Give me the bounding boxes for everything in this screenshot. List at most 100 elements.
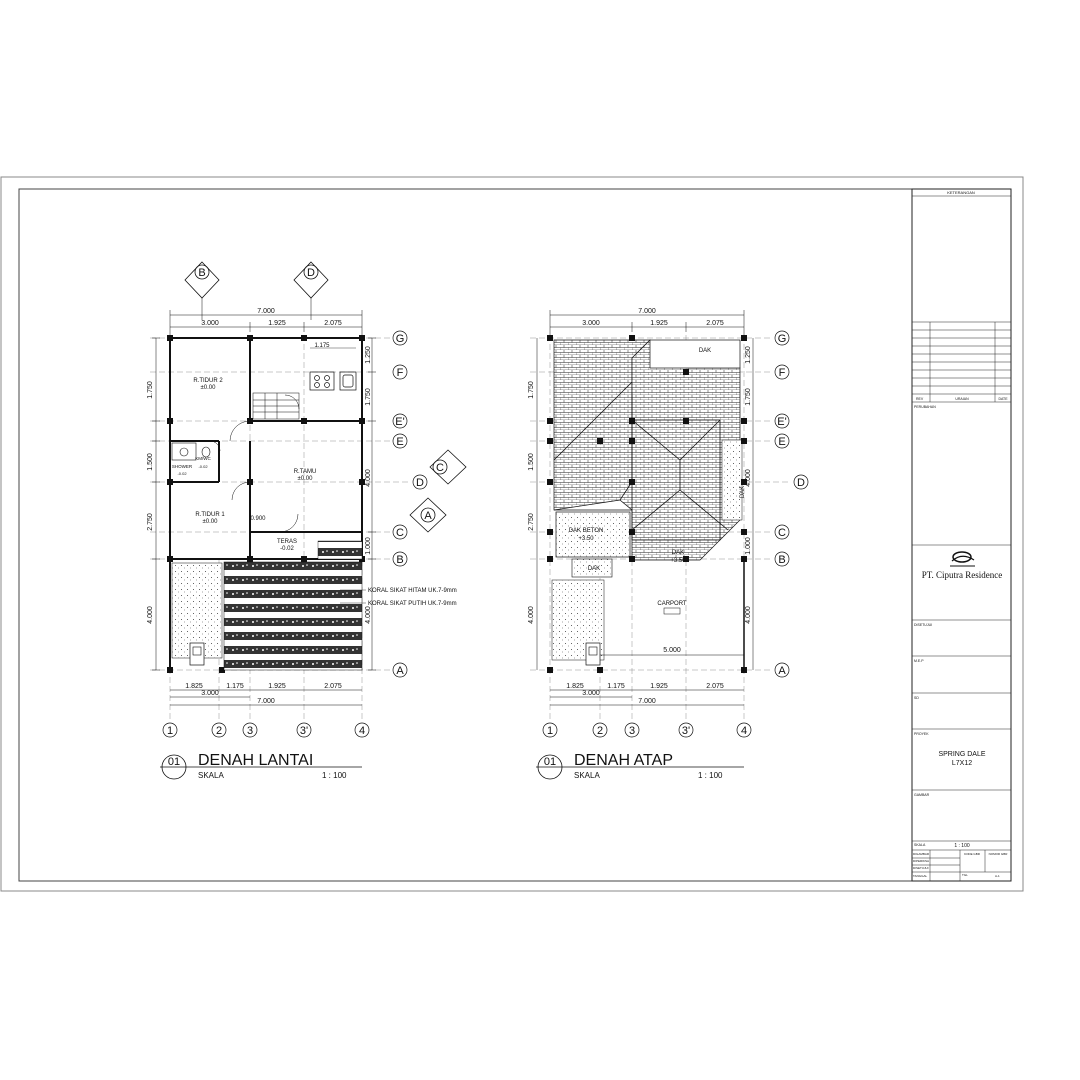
col-label-1: 1	[167, 725, 173, 737]
dim2-right-1: 1.250	[745, 346, 752, 364]
sd-label: SD	[914, 696, 919, 700]
yard-box	[189, 642, 205, 666]
dim2-bottom-4: 2.075	[706, 683, 724, 690]
note-koral-putih: KORAL SIKAT PUTIH UK.7-9mm	[368, 601, 457, 607]
roof-plan: 7.000 3.000 1.925 2.075 1.750 1.500 2.7	[528, 308, 809, 780]
dim-bottom-3: 1.925	[268, 683, 286, 690]
mep-label: M.E.P	[914, 659, 924, 663]
proyek-label: PROYEK	[914, 732, 929, 736]
rev-header-rev: REV	[916, 397, 924, 401]
company-logo-icon	[950, 551, 975, 567]
label-dak-right: DAK	[740, 486, 746, 498]
dim2-top-2: 1.925	[650, 320, 668, 327]
svg-text:DENAH ATAP: DENAH ATAP	[574, 752, 673, 769]
dim-top-3: 2.075	[324, 320, 342, 327]
proyek-name: SPRING DALE	[938, 751, 985, 758]
dak-slab-lower	[571, 558, 613, 578]
dim-left-2: 1.500	[147, 453, 154, 471]
kode-label: KODE GBR	[964, 852, 981, 856]
outer-border	[0, 176, 1024, 892]
room-terrace-level: -0.02	[280, 546, 294, 552]
svg-text:01: 01	[168, 756, 180, 768]
room-bathroom: KM/WC	[195, 456, 211, 461]
dim2-right-4: 1.000	[745, 537, 752, 555]
dim2-bottom-sub: 3.000	[582, 690, 600, 697]
svg-text:C: C	[436, 462, 444, 474]
room-bedroom2-level: ±0.00	[201, 385, 217, 391]
svg-text:DENAH LANTAI: DENAH LANTAI	[198, 752, 313, 769]
note-koral-hitam: KORAL SIKAT HITAM UK.7-9mm	[368, 588, 457, 594]
dak-beton-slab	[555, 511, 631, 558]
carport-paving	[223, 561, 363, 671]
col2-label-4: 4	[741, 725, 747, 737]
dim2-left-2: 1.500	[528, 453, 535, 471]
room-shower: SHOWER	[172, 464, 193, 469]
svg-text:SKALA: SKALA	[574, 771, 600, 780]
dak-right-strip	[721, 439, 743, 521]
row-bubbles-plan1	[392, 330, 428, 678]
tgl-label: TGL	[962, 873, 968, 877]
dim-bottom-total: 7.000	[257, 698, 275, 705]
row2-label-d: D	[797, 477, 805, 489]
dim-right-2: 1.750	[365, 388, 372, 406]
section-marker-c: C	[429, 449, 467, 485]
dim2-bottom-2: 1.175	[607, 683, 625, 690]
col-label-3p: 3'	[300, 725, 308, 737]
plan2-title: 01 DENAH ATAP SKALA 1 : 100	[536, 752, 744, 780]
dim-bottom-4: 2.075	[324, 683, 342, 690]
room-terrace: TERAS	[277, 539, 297, 545]
row-digambar: DIGAMBAR	[913, 852, 930, 856]
label-dak-mid-level: +3.50	[670, 558, 686, 564]
dim2-left-3: 2.750	[528, 513, 535, 531]
section-marker-d: D	[293, 261, 329, 320]
row2-label-f: F	[779, 367, 786, 379]
dim2-top-1: 3.000	[582, 320, 600, 327]
dim2-left-1: 1.750	[528, 381, 535, 399]
dim-inner-0900: 0.900	[250, 516, 266, 522]
dim2-bottom-1: 1.825	[566, 683, 584, 690]
dim2-bottom-3: 1.925	[650, 683, 668, 690]
col2-label-1: 1	[547, 725, 553, 737]
dim-left-4: 4.000	[147, 606, 154, 624]
label-width-5000: 5.000	[663, 647, 681, 654]
door-swings	[209, 394, 300, 533]
floor-plan: B D C A 7.000 3.000 1.925	[147, 261, 467, 780]
step-paving	[317, 540, 363, 560]
rev-header-uraian: URAIAN	[955, 397, 969, 401]
label-dak-mid: DAK	[672, 550, 684, 556]
svg-text:1 : 100: 1 : 100	[322, 771, 347, 780]
label-dak-small: DAK	[588, 566, 600, 572]
nomor-label: NOMOR GBR	[989, 852, 1009, 856]
disetujui-label: DISETUJUI	[914, 623, 932, 627]
dim-right-1: 1.250	[365, 346, 372, 364]
walls	[169, 337, 363, 670]
dim-left-1: 1.750	[147, 381, 154, 399]
svg-text:A: A	[424, 510, 432, 522]
dim2-top-3: 2.075	[706, 320, 724, 327]
svg-text:SKALA: SKALA	[198, 771, 224, 780]
roof-tiles	[553, 339, 741, 561]
row-label-ep: E'	[395, 416, 404, 428]
section-marker-b: B	[184, 261, 220, 320]
stair	[252, 392, 300, 420]
room-bedroom1: R.TIDUR 1	[195, 512, 225, 518]
kitchen-stove-icon	[309, 371, 335, 391]
room-bathroom-level: -0.02	[198, 464, 208, 469]
dim-right-3: 4.000	[365, 469, 372, 487]
svg-text:01: 01	[544, 756, 556, 768]
svg-text:1 : 100: 1 : 100	[698, 771, 723, 780]
row2-label-b: B	[778, 554, 785, 566]
label-dak-beton-level: +3.50	[578, 536, 594, 542]
col2-label-2: 2	[597, 725, 603, 737]
skala-value-tb: 1 : 100	[954, 843, 970, 849]
dim2-right-5: 4.000	[745, 606, 752, 624]
dim-top-1: 3.000	[201, 320, 219, 327]
row-disetujui: DISETUJUI	[913, 866, 929, 870]
garden-area	[171, 562, 223, 659]
col-label-4: 4	[359, 725, 365, 737]
dim2-right-3: 4.000	[745, 469, 752, 487]
nomor-value: A-1	[995, 874, 1000, 878]
row-label-e: E	[396, 436, 403, 448]
row-diperiksa: DIPERIKSA	[913, 859, 929, 863]
yard-box-roof	[585, 642, 601, 666]
